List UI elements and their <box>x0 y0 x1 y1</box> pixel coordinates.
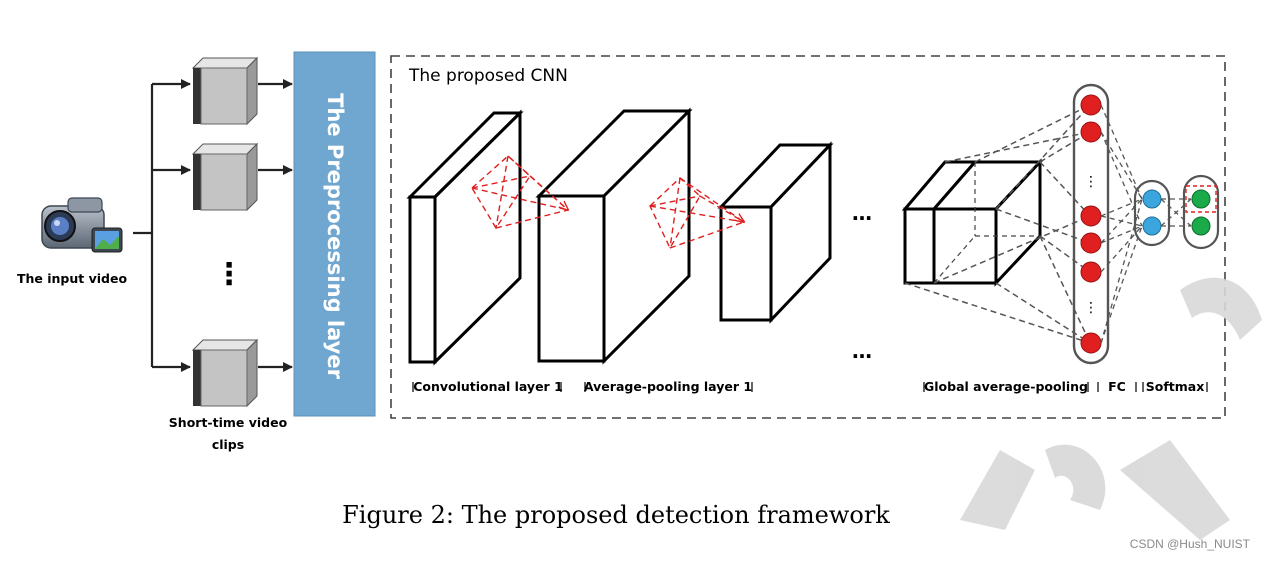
fc-nodes <box>1080 94 1102 354</box>
fc-node <box>1080 121 1102 143</box>
clips-ellipsis: ⋮ <box>214 257 244 292</box>
clips-label-line1: Short-time video <box>169 415 288 430</box>
label-conv-layer-1: Convolutional layer 1 <box>413 379 563 394</box>
fc-node <box>1080 205 1102 227</box>
cnn-ellipsis-bottom: … <box>852 339 872 363</box>
fc-ellipsis-top: ⋮ <box>1084 174 1098 190</box>
feature-map-block-3 <box>717 141 834 324</box>
layer-brackets <box>412 382 1208 392</box>
cnn-container <box>390 55 1226 419</box>
clip-box-2 <box>191 142 259 212</box>
branch-connectors <box>133 79 293 372</box>
figure-caption: Figure 2: The proposed detection framewo… <box>342 501 890 529</box>
cnn-ellipsis-top: … <box>852 201 872 225</box>
clip-box-1 <box>191 56 259 126</box>
label-pool-layer-1: Average-pooling layer 1 <box>584 379 752 394</box>
watermark-text: CSDN @Hush_NUIST <box>1130 537 1251 551</box>
fc-node <box>1080 261 1102 283</box>
receptive-field-2 <box>649 177 744 250</box>
label-global-average-pooling: Global average-pooling <box>924 379 1088 394</box>
cnn-title: The proposed CNN <box>408 66 568 86</box>
fc-ellipsis-bottom: ⋮ <box>1084 300 1098 316</box>
hidden-node <box>1142 216 1162 236</box>
preprocessing-layer-label: The Preprocessing layer <box>323 93 347 379</box>
clip-box-3 <box>191 338 259 408</box>
watermark-logo <box>960 277 1262 540</box>
receptive-field-1 <box>471 155 568 230</box>
pool-layer-1-block <box>535 107 693 365</box>
input-video-label: The input video <box>17 271 127 286</box>
output-node <box>1191 216 1211 236</box>
fc-column <box>1072 83 1110 365</box>
output-column <box>1182 174 1220 250</box>
conv-layer-1-block <box>406 109 524 366</box>
video-camera-icon <box>41 197 123 253</box>
fc-node <box>1080 232 1102 254</box>
gap-block <box>901 158 1044 287</box>
gap-inner-dashes <box>933 162 1040 284</box>
hidden-column <box>1133 179 1171 247</box>
fc-node <box>1080 332 1102 354</box>
label-fc: FC <box>1108 379 1126 394</box>
hidden-node <box>1142 189 1162 209</box>
clips-label-line2: clips <box>212 437 244 452</box>
preprocessing-layer-box <box>293 51 376 417</box>
output-highlight <box>1185 185 1217 213</box>
fc-node <box>1080 94 1102 116</box>
hidden-nodes <box>1142 189 1162 236</box>
hidden-to-output-connections <box>1160 198 1192 227</box>
output-node <box>1191 189 1211 209</box>
output-nodes <box>1191 189 1211 236</box>
label-softmax: Softmax <box>1146 379 1205 394</box>
